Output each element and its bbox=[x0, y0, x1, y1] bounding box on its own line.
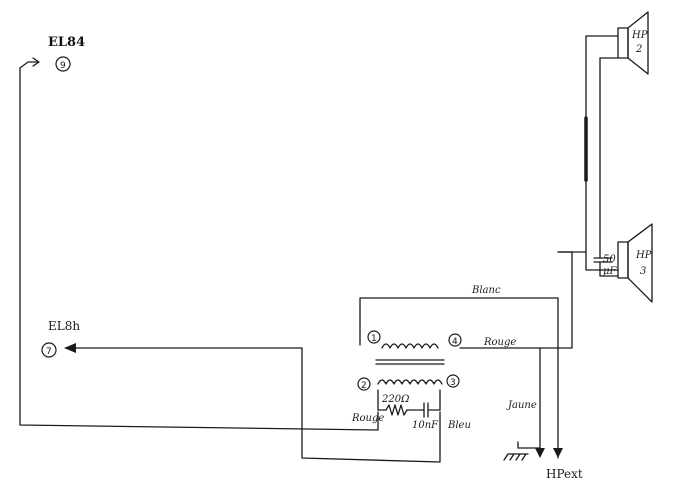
speaker-3-name: HP bbox=[635, 250, 652, 261]
wire-rouge-left-label: Rouge bbox=[351, 413, 384, 424]
capacitor-uf-label: μF bbox=[603, 266, 617, 277]
speaker-hp-2: HP 2 bbox=[617, 11, 649, 75]
wire-rouge-right-label: Rouge bbox=[483, 337, 516, 348]
resistor bbox=[377, 404, 425, 416]
pin-3-marker: 3 bbox=[446, 374, 460, 388]
speaker-3-number: 3 bbox=[640, 266, 646, 277]
capacitor-50uf: 50 μF bbox=[585, 251, 619, 277]
secondary-coil bbox=[381, 343, 439, 349]
pin-4-number: 4 bbox=[452, 337, 458, 347]
wire-jaune-label: Jaune bbox=[506, 400, 537, 411]
primary-coil bbox=[377, 379, 443, 385]
capacitor-50-label: 50 bbox=[603, 254, 616, 265]
capacitor-main-label: 10nF bbox=[412, 420, 439, 431]
tube-top-label: EL84 bbox=[48, 35, 85, 50]
hp-ext-label: HPext bbox=[546, 467, 583, 481]
output-transformer: Blanc 1 4 Rouge 2 3 bbox=[351, 251, 573, 431]
pin-3-number: 3 bbox=[450, 378, 456, 388]
ground-connection: Jaune bbox=[503, 347, 545, 461]
pin-1-number: 1 bbox=[371, 334, 377, 344]
wire-anode-el84-top bbox=[19, 57, 379, 431]
tube-left-pin-marker: 7 bbox=[41, 342, 57, 358]
speaker-2-number: 2 bbox=[635, 44, 642, 55]
wire-bleu-label: Bleu bbox=[447, 420, 471, 431]
wire-anode-el84-left bbox=[64, 343, 441, 463]
resistor-label: 220Ω bbox=[381, 394, 409, 405]
speaker-hp-3: HP 3 bbox=[617, 223, 653, 303]
tube-left-label: EL8h bbox=[48, 319, 80, 333]
wire-blanc-label: Blanc bbox=[471, 285, 501, 296]
speaker-2-name: HP bbox=[631, 30, 648, 41]
capacitor-10nf bbox=[423, 402, 441, 418]
tube-top-pin-number: 9 bbox=[60, 61, 66, 71]
hp-ext-output: HPext bbox=[546, 297, 583, 481]
pin-1-marker: 1 bbox=[367, 330, 381, 344]
tube-top-pin-marker: 9 bbox=[55, 56, 71, 72]
pin-2-marker: 2 bbox=[357, 377, 371, 391]
pin-4-marker: 4 bbox=[448, 333, 462, 347]
pin-2-number: 2 bbox=[361, 381, 367, 391]
speaker-bus bbox=[557, 35, 619, 253]
tube-left-pin-number: 7 bbox=[46, 347, 52, 357]
